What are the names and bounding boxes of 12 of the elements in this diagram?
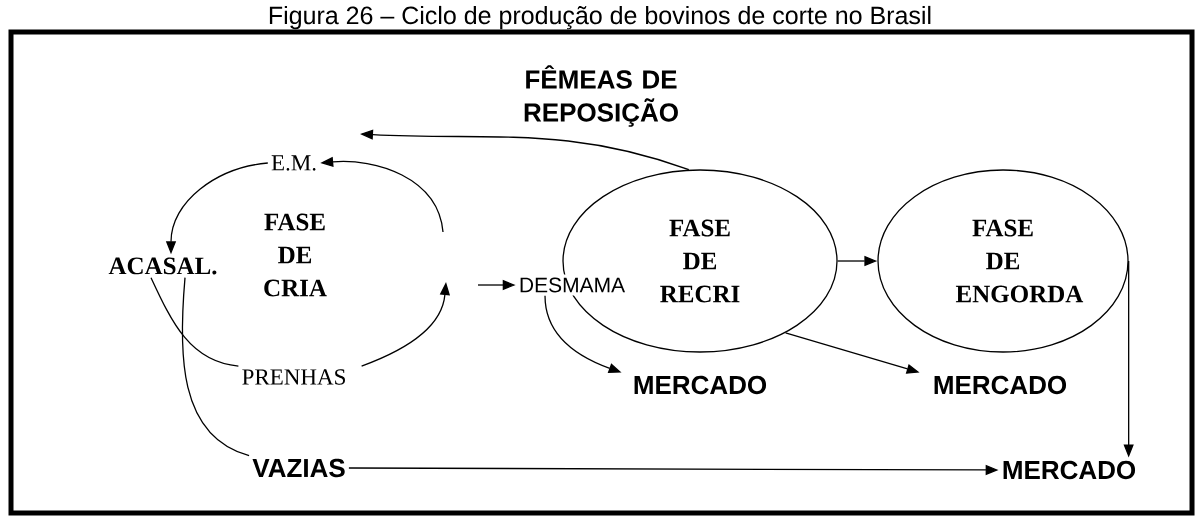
connector-line — [150, 277, 240, 367]
stage-label: E.M. — [268, 152, 320, 174]
title: Figura 26 – Ciclo de produção de bovinos de corte no Brasil — [269, 5, 931, 30]
edge-label: FÊMEAS DE REPOSIÇÃO — [511, 63, 691, 129]
stage-label: PRENHAS — [238, 366, 350, 388]
stage-label: ACASAL. — [105, 254, 221, 278]
market-label: MERCADO — [929, 372, 1071, 398]
market-label: MERCADO — [629, 372, 771, 398]
market-label: MERCADO — [998, 457, 1140, 483]
phase-label: FASE DE CRIA — [264, 213, 327, 297]
connector-line — [181, 277, 250, 457]
outcome-label: VAZIAS — [249, 455, 349, 481]
